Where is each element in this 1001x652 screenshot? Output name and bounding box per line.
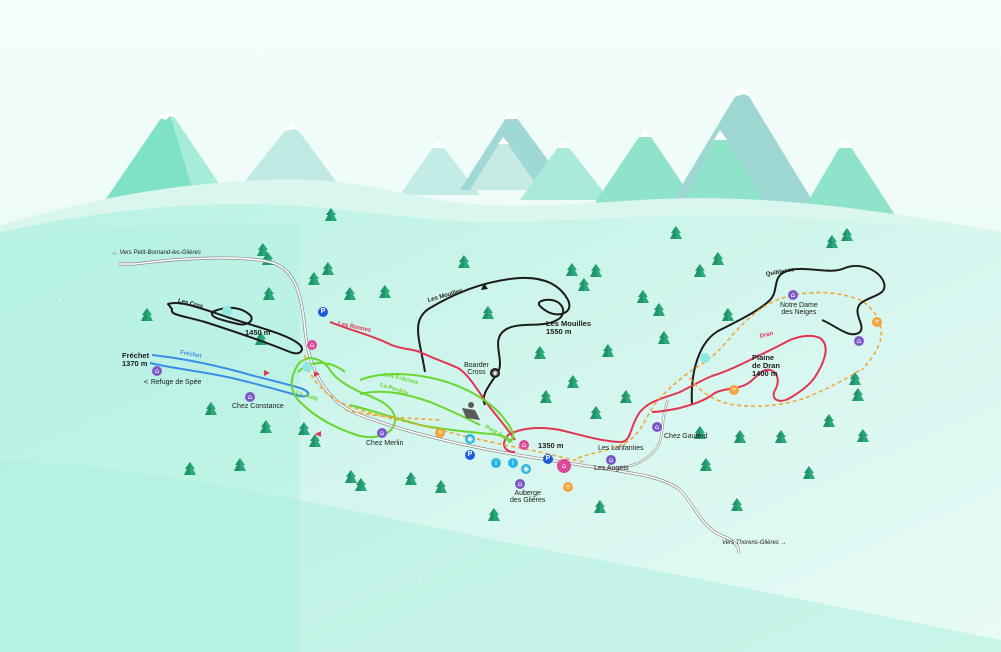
trail-arrows <box>264 283 488 437</box>
ticket-office-icon[interactable]: ⌂ <box>307 340 317 350</box>
shelter-icon[interactable]: ⌂ <box>515 479 525 489</box>
place-boarder-cross: Boarder Cross <box>464 362 489 377</box>
place-notre-dame: Notre Dame des Neiges <box>780 302 818 317</box>
shelter-icon[interactable]: ⌂ <box>788 290 798 300</box>
viewpoint-icon[interactable] <box>302 362 312 372</box>
shelter-icon[interactable]: ⌂ <box>245 392 255 402</box>
black-trails <box>167 264 886 406</box>
food-icon[interactable]: ⌾ <box>435 428 445 438</box>
lift-icon[interactable]: ◉ <box>465 434 475 444</box>
blue-trail <box>149 354 310 398</box>
shelter-icon[interactable]: ⌂ <box>652 422 662 432</box>
direction-thorens: Vers Thorens-Glières → <box>722 540 787 546</box>
place-refuge-spee: ≺ Refuge de Spée <box>143 379 202 386</box>
bus-icon[interactable]: ⌂ <box>557 459 571 473</box>
viewpoint-icon[interactable] <box>700 353 710 363</box>
food-icon[interactable]: ⌾ <box>872 317 882 327</box>
place-plaine-dran: Plaine de Dran 1400 m <box>752 353 780 378</box>
shelter-icon[interactable]: ⌂ <box>152 366 162 376</box>
direction-petit-bornand: ← Vers Petit-Bornand-les-Glières <box>112 250 201 256</box>
ticket-office-icon[interactable]: ⌂ <box>519 440 529 450</box>
mountain-range <box>95 85 895 215</box>
place-frechet: Fréchet 1370 m <box>122 351 150 368</box>
shelter-icon[interactable]: ⌂ <box>377 428 387 438</box>
place-chez-constance: Chez Constance <box>232 403 284 410</box>
place-les-mouilles: Les Mouilles 1550 m <box>546 319 592 336</box>
place-les-lanfanties: Les Lanfanties <box>598 445 644 452</box>
boarder-cross-icon[interactable]: ◉ <box>490 368 500 378</box>
place-altitude-1350: 1350 m <box>538 441 564 450</box>
snowshoe-trails <box>304 291 882 463</box>
skier-icon <box>462 402 480 420</box>
info-icon[interactable]: i <box>491 458 501 468</box>
info-icon[interactable]: i <box>508 458 518 468</box>
shelter-icon[interactable]: ⌂ <box>606 455 616 465</box>
food-icon[interactable]: ⌾ <box>729 385 739 395</box>
roads <box>118 256 740 554</box>
shelter-icon[interactable]: ⌂ <box>854 336 864 346</box>
place-chez-merlin: Chez Merlin <box>366 440 404 447</box>
place-les-augets: Les Augets <box>594 465 629 472</box>
food-icon[interactable]: ⌾ <box>563 482 573 492</box>
place-chez-gauterd: Chez Gauterd <box>664 433 708 440</box>
parking-icon[interactable]: P <box>318 307 328 317</box>
place-auberge: Auberge des Glières <box>510 490 546 505</box>
parking-icon[interactable]: P <box>543 454 553 464</box>
snow-dots <box>39 39 971 601</box>
lift-icon[interactable]: ◉ <box>521 464 531 474</box>
place-altitude-1450: 1450 m <box>245 328 271 337</box>
viewpoint-icon[interactable] <box>222 306 232 316</box>
parking-icon[interactable]: P <box>465 450 475 460</box>
